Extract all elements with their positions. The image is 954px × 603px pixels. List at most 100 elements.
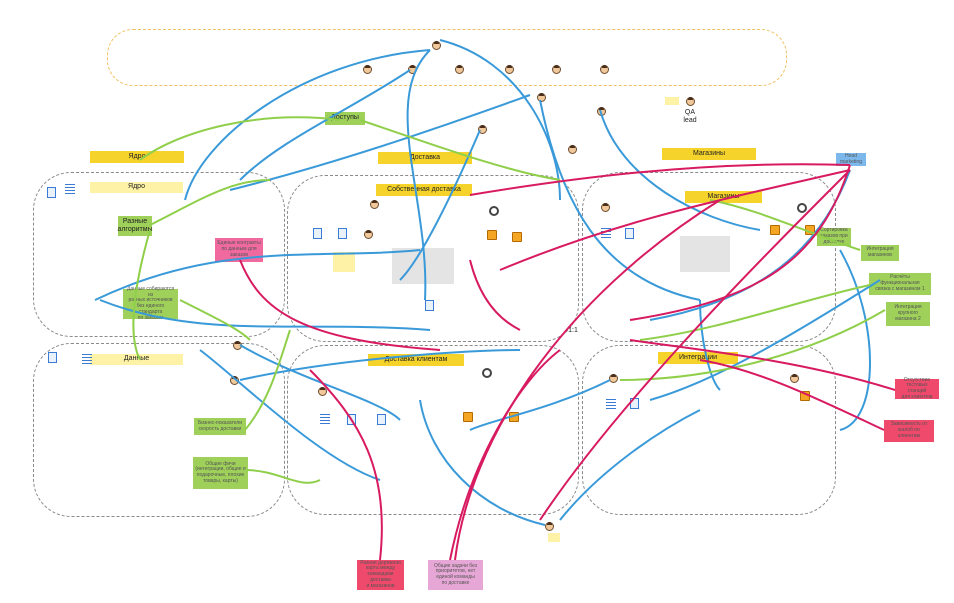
sticky-note	[548, 533, 560, 542]
target-icon	[797, 203, 807, 213]
team-zone	[107, 29, 787, 86]
pink-link	[539, 169, 851, 521]
green-link	[709, 199, 861, 251]
core-header: Ядро	[90, 151, 184, 163]
sticky-note	[333, 252, 355, 272]
blue-link	[99, 299, 431, 331]
owner-avatar	[364, 230, 373, 239]
yellow-sticky	[665, 97, 679, 105]
shops-zone	[582, 172, 836, 342]
green-link	[179, 299, 251, 341]
blue-link	[419, 399, 546, 526]
blue-link	[699, 299, 721, 391]
list-icon	[82, 354, 92, 364]
document-icon	[377, 414, 386, 425]
blue-link	[469, 379, 611, 431]
product-owner-avatar	[370, 200, 379, 209]
green-link	[139, 116, 341, 161]
box-icon	[770, 225, 780, 235]
target-icon	[482, 368, 492, 378]
blue-link	[649, 279, 881, 401]
common-features-note: Общие фичи (интеграции, общие и подарочн…	[193, 457, 248, 489]
data-zone	[33, 343, 285, 517]
blurred-screenshot	[680, 236, 730, 272]
team-member-avatar	[600, 65, 609, 74]
green-link	[244, 329, 291, 431]
pink-link	[239, 259, 441, 351]
pink-link	[469, 259, 521, 331]
team-lead-avatar	[432, 41, 441, 50]
green-link	[359, 119, 561, 181]
qa-lead-label: QA lead	[683, 108, 697, 124]
dev-avatar	[537, 93, 546, 102]
blue-link	[94, 249, 421, 301]
document-icon	[48, 352, 57, 363]
integrations-section-label: Интеграции	[658, 352, 738, 364]
box-icon	[487, 230, 497, 240]
list-icon	[606, 399, 616, 409]
own-delivery-section-label: Собственная доставка	[376, 184, 472, 196]
shop-calculations-note: Расчёты функциональная связка с магазино…	[869, 273, 931, 295]
shop-owner-avatar	[601, 203, 610, 212]
claims-dependency-note: Зависимость от жалоб по клиентам	[884, 420, 934, 442]
list-icon	[65, 184, 75, 194]
blue-link	[239, 69, 411, 181]
green-link	[244, 469, 321, 484]
pink-link	[449, 349, 561, 561]
box-icon	[463, 412, 473, 422]
document-icon	[338, 228, 347, 239]
box-icon	[512, 232, 522, 242]
blue-link	[239, 344, 401, 421]
team-member-avatar	[505, 65, 514, 74]
blue-link	[399, 129, 481, 281]
one-on-one-label: 1:1	[568, 326, 578, 334]
delivery-header: Доставка	[378, 152, 472, 164]
core-section-label: Ядро	[90, 182, 183, 193]
document-icon	[313, 228, 322, 239]
team-avatar	[545, 522, 554, 531]
pink-link	[629, 339, 896, 391]
blue-link	[439, 39, 561, 201]
pink-link	[499, 169, 851, 271]
team-member-avatar	[455, 65, 464, 74]
data-sources-note: Данные собираются из разных источников б…	[123, 286, 178, 320]
integrations-zone	[582, 345, 836, 515]
delivery-owner-avatar	[318, 387, 327, 396]
document-icon	[47, 187, 56, 198]
blue-link	[229, 94, 531, 191]
analyst-avatar	[478, 125, 487, 134]
list-icon	[320, 414, 330, 424]
own-delivery-zone	[287, 175, 579, 342]
blue-link	[559, 409, 701, 521]
large-shop-integration-note: Интеграция крупного магазина 2	[886, 302, 930, 326]
pink-link	[454, 199, 721, 561]
pink-link	[309, 369, 383, 561]
target-icon	[489, 206, 499, 216]
analyst-avatar	[568, 145, 577, 154]
team-member-avatar	[552, 65, 561, 74]
pink-link	[469, 163, 851, 196]
document-icon	[625, 228, 634, 239]
blue-link	[599, 109, 761, 231]
business-speed-note: Бизнес-показатели скорость доставки	[194, 418, 246, 435]
qa-lead-avatar	[686, 97, 695, 106]
document-icon	[425, 300, 434, 311]
marketing-head-note: Head marketing	[836, 153, 866, 166]
roadmap-note: Разная дорожная карта между командами до…	[357, 560, 404, 590]
pink-link	[629, 164, 851, 321]
blue-link	[839, 249, 871, 431]
test-stations-note: Отсутствие тестовых станций для клиентов	[895, 377, 939, 400]
customer-delivery-zone	[287, 345, 579, 515]
blue-link	[184, 49, 431, 201]
integration-owner-avatar	[609, 374, 618, 383]
shop-integration-note: Интеграция магазинов	[861, 245, 899, 261]
shared-tasks-note: Общие задачи без приоритетов, нет единой…	[428, 560, 483, 590]
shops-header: Магазины	[662, 148, 756, 160]
pink-link	[699, 359, 885, 431]
integration-owner-avatar	[790, 374, 799, 383]
blue-link	[539, 99, 701, 301]
list-icon	[601, 228, 611, 238]
algorithms-note: Разные алгоритмы	[117, 216, 153, 236]
